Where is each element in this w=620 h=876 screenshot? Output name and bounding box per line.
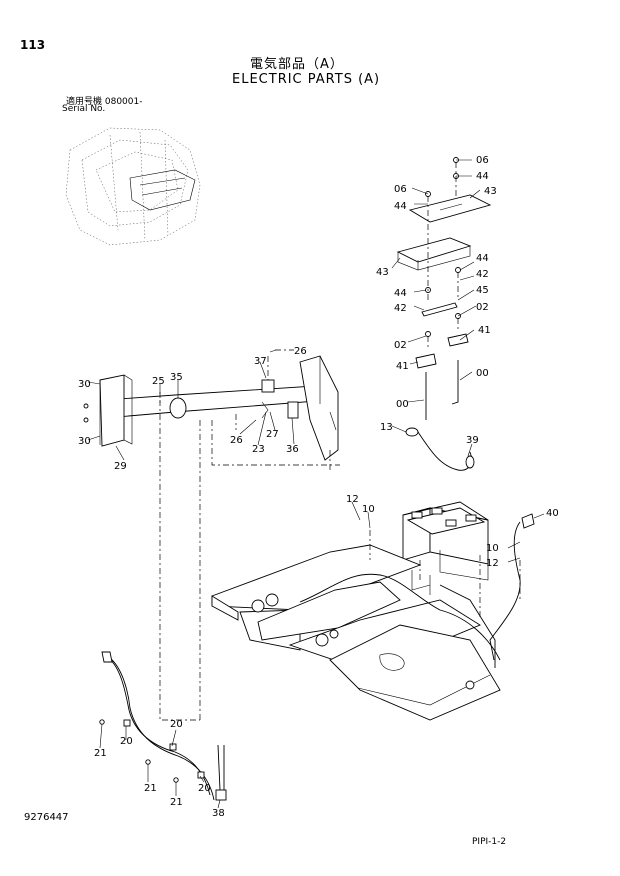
page-code: PIPI-1-2 [472,837,507,847]
callout-45: 45 [476,285,489,296]
callout-44: 44 [394,201,407,212]
callout-42: 42 [394,303,407,314]
callout-13: 13 [380,422,393,433]
callout-37: 37 [254,356,267,367]
callout-06: 06 [394,184,407,195]
callout-44: 44 [476,253,489,264]
callout-20: 20 [198,783,211,794]
callout-20: 20 [170,719,183,730]
callout-27: 27 [266,429,279,440]
callout-labels: 06 44 06 43 44 43 44 42 44 45 42 02 41 0… [78,155,559,819]
callout-21: 21 [144,783,157,794]
callout-00: 00 [396,399,409,410]
main-frame [159,400,521,721]
callout-10: 10 [362,504,375,515]
callout-41: 41 [478,325,491,336]
callout-30: 30 [78,436,91,447]
document-number: 9276447 [24,812,69,823]
callout-10: 10 [486,543,499,554]
callout-21: 21 [170,797,183,808]
callout-00: 00 [476,368,489,379]
battery-assembly [402,427,489,581]
callout-29: 29 [114,461,127,472]
page-number: 113 [20,38,46,52]
callout-30: 30 [78,379,91,390]
console-bracket [83,349,340,720]
title-english: ELECTRIC PARTS (A) [232,72,381,87]
callout-41: 41 [396,361,409,372]
callout-40: 40 [546,508,559,519]
callout-38: 38 [212,808,225,819]
callout-02: 02 [476,302,489,313]
callout-42: 42 [476,269,489,280]
callout-20: 20 [120,736,133,747]
callout-35: 35 [170,372,183,383]
machine-location-thumbnail [65,127,201,246]
harness-38 [99,651,227,801]
callout-02: 02 [394,340,407,351]
callout-12: 12 [486,558,499,569]
callout-26: 26 [230,435,243,446]
serial-number-label: Serial No. [62,104,106,114]
cable-40 [489,513,535,661]
leader-lines [87,159,545,809]
callout-25: 25 [152,376,165,387]
callout-21: 21 [94,748,107,759]
callout-12: 12 [346,494,359,505]
callout-39: 39 [466,435,479,446]
callout-44: 44 [394,288,407,299]
cover-plate-assembly [396,157,492,420]
callout-36: 36 [286,444,299,455]
callout-44: 44 [476,171,489,182]
callout-23: 23 [252,444,265,455]
callout-43: 43 [484,186,497,197]
callout-06: 06 [476,155,489,166]
title-japanese: 電気部品（A） [250,57,344,72]
callout-26: 26 [294,346,307,357]
callout-43: 43 [376,267,389,278]
serial-applicability-japanese: 適用号機 080001- [66,97,143,107]
